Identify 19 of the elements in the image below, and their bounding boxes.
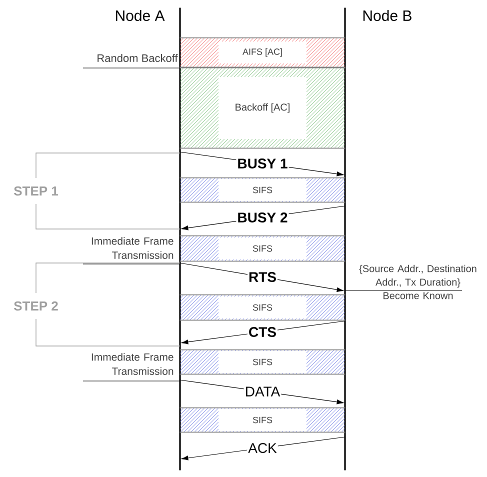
annotation-label: Immediate Frame Transmission — [82, 353, 180, 382]
edge-label: DATA — [244, 386, 282, 398]
interval-band: SIFS — [179, 349, 346, 375]
step-label: STEP 1 — [14, 152, 180, 230]
edge-label: BUSY 2 — [236, 212, 289, 224]
interval-band: SIFS — [179, 294, 346, 321]
edge-label: RTS — [248, 271, 278, 283]
step-label: STEP 2 — [14, 262, 180, 346]
interval-band: Backoff [AC] — [179, 67, 346, 149]
interval-band: SIFS — [179, 407, 346, 433]
edge-label: BUSY 1 — [236, 158, 289, 170]
interval-band: SIFS — [179, 177, 346, 203]
annotation-label: {Source Addr., Destination Addr., Tx Duration} Become Known — [344, 264, 476, 300]
annotation-label: Random Backoff — [82, 54, 180, 68]
interval-band: AIFS [AC] — [179, 37, 346, 68]
annotation-label: Immediate Frame Transmission — [82, 237, 180, 264]
interval-band: SIFS — [179, 235, 346, 262]
edge-label: CTS — [248, 326, 278, 338]
edge-label: ACK — [247, 442, 278, 454]
